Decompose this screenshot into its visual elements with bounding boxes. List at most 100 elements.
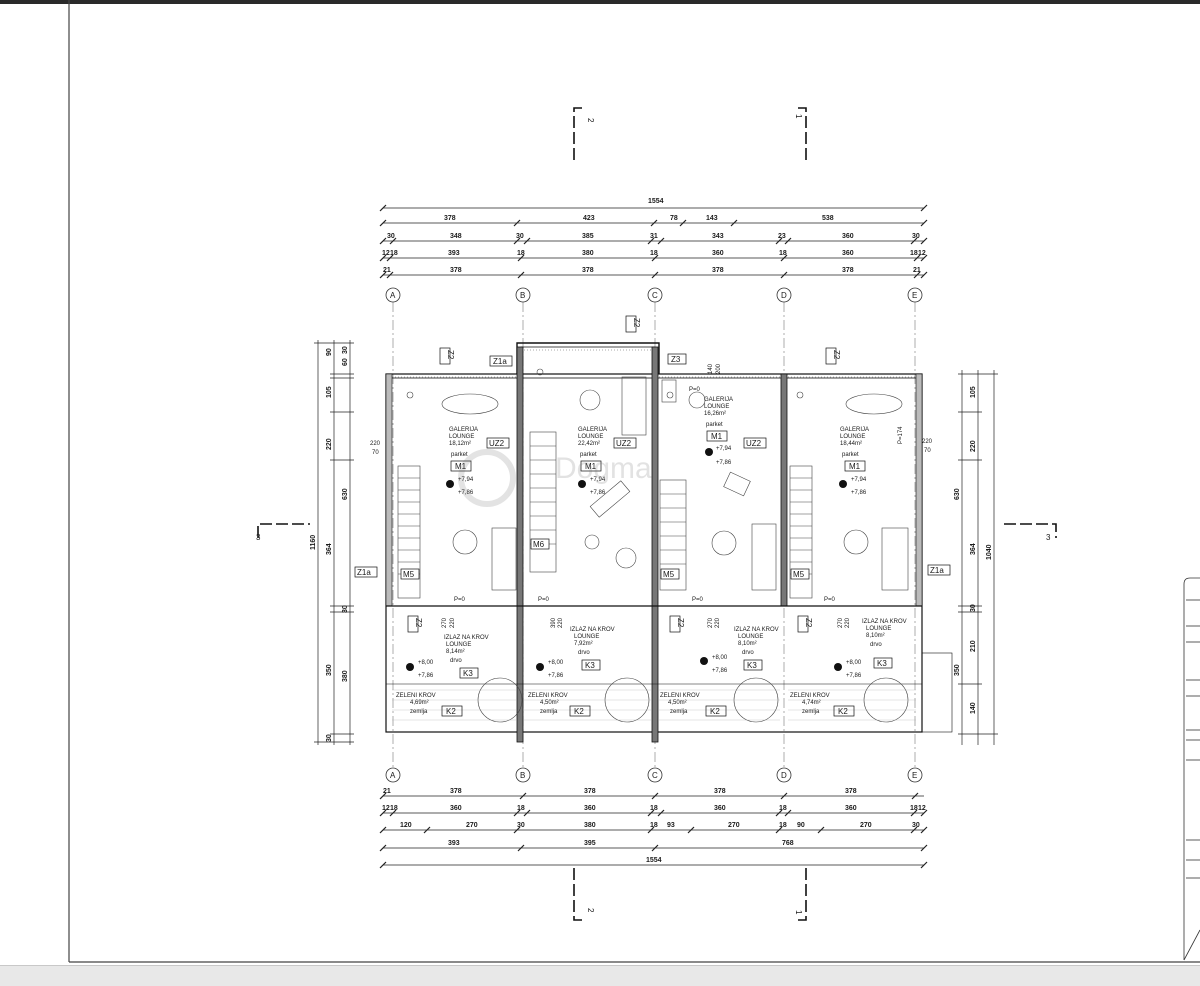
svg-text:360: 360 xyxy=(712,250,724,257)
svg-text:zemlja: zemlja xyxy=(410,709,428,715)
svg-text:UZ2: UZ2 xyxy=(746,439,762,448)
svg-text:380: 380 xyxy=(584,822,596,829)
left-dimension-labels: 90 60 30 105 220 630 364 1160 30 350 380… xyxy=(310,346,349,742)
svg-text:parket: parket xyxy=(580,452,597,458)
svg-text:A: A xyxy=(390,291,396,300)
svg-text:18: 18 xyxy=(650,822,658,829)
svg-text:+7,86: +7,86 xyxy=(851,490,867,496)
svg-text:1: 1 xyxy=(794,114,803,119)
svg-text:D: D xyxy=(781,771,787,780)
svg-text:GALERIJA: GALERIJA xyxy=(449,427,478,433)
svg-text:M5: M5 xyxy=(663,570,675,579)
svg-text:120: 120 xyxy=(400,822,412,829)
svg-text:E: E xyxy=(912,771,917,780)
svg-text:768: 768 xyxy=(782,840,794,847)
bottom-dimension-chains xyxy=(379,792,928,869)
svg-text:GALERIJA: GALERIJA xyxy=(578,427,607,433)
svg-text:393: 393 xyxy=(448,840,460,847)
svg-text:4,69m²: 4,69m² xyxy=(410,700,429,706)
grid-bubbles-top: A B C D E xyxy=(385,287,923,303)
svg-text:P=0: P=0 xyxy=(692,597,704,603)
svg-text:378: 378 xyxy=(584,788,596,795)
svg-text:P=0: P=0 xyxy=(824,597,836,603)
svg-text:Z1a: Z1a xyxy=(357,568,371,577)
svg-text:18,44m²: 18,44m² xyxy=(840,441,862,447)
svg-text:378: 378 xyxy=(450,267,462,274)
svg-text:LOUNGE: LOUNGE xyxy=(738,634,763,640)
svg-text:18: 18 xyxy=(910,250,918,257)
svg-text:M5: M5 xyxy=(403,570,415,579)
svg-text:30: 30 xyxy=(517,822,525,829)
svg-text:+7,86: +7,86 xyxy=(590,490,606,496)
svg-text:IZLAZ NA KROV: IZLAZ NA KROV xyxy=(444,635,489,641)
top-dimension-labels: 1554 378 423 78 143 538 30 348 30 385 31… xyxy=(382,198,926,274)
svg-text:E: E xyxy=(912,291,917,300)
svg-text:30: 30 xyxy=(342,605,349,613)
svg-text:M5: M5 xyxy=(793,570,805,579)
svg-text:Dogma: Dogma xyxy=(555,452,652,485)
svg-text:parket: parket xyxy=(842,452,859,458)
svg-text:364: 364 xyxy=(970,543,977,555)
svg-text:30: 30 xyxy=(912,233,920,240)
svg-text:60: 60 xyxy=(342,358,349,366)
terrace-label-2: IZLAZ NA KROV LOUNGE 7,92m² drvo K3 +8,0… xyxy=(536,627,615,679)
title-block-fragment xyxy=(1183,577,1200,961)
svg-text:270: 270 xyxy=(728,822,740,829)
svg-text:drvo: drvo xyxy=(870,642,882,648)
section-marker-2-top: 2 xyxy=(573,107,595,160)
svg-text:2: 2 xyxy=(586,118,595,123)
grid-bubbles-bottom: A B C D E xyxy=(385,767,923,783)
svg-text:LOUNGE: LOUNGE xyxy=(704,404,729,410)
svg-text:360: 360 xyxy=(714,805,726,812)
svg-text:+8,00: +8,00 xyxy=(548,660,564,666)
svg-text:M1: M1 xyxy=(711,432,723,441)
svg-text:378: 378 xyxy=(714,788,726,795)
svg-text:1554: 1554 xyxy=(648,198,664,205)
svg-text:18: 18 xyxy=(517,250,525,257)
svg-text:P=0: P=0 xyxy=(689,387,701,393)
terrace-label-1: IZLAZ NA KROV LOUNGE 8,14m² drvo K3 +8,0… xyxy=(406,635,489,679)
svg-text:364: 364 xyxy=(326,543,333,555)
section-marker-1-bottom: 1 xyxy=(794,868,807,921)
svg-text:12: 12 xyxy=(918,250,926,257)
svg-text:Z2: Z2 xyxy=(632,318,641,328)
svg-text:8,14m²: 8,14m² xyxy=(446,649,465,655)
svg-text:UZ2: UZ2 xyxy=(616,439,632,448)
svg-text:LOUNGE: LOUNGE xyxy=(446,642,471,648)
svg-text:1554: 1554 xyxy=(646,857,662,864)
svg-text:378: 378 xyxy=(444,215,456,222)
svg-text:378: 378 xyxy=(845,788,857,795)
svg-text:30: 30 xyxy=(970,604,977,612)
svg-text:30: 30 xyxy=(342,346,349,354)
svg-text:+7,94: +7,94 xyxy=(590,477,606,483)
svg-text:18: 18 xyxy=(779,822,787,829)
svg-text:M1: M1 xyxy=(849,462,861,471)
svg-text:23: 23 xyxy=(778,233,786,240)
svg-text:LOUNGE: LOUNGE xyxy=(574,634,599,640)
window-top-bar xyxy=(0,0,1200,4)
svg-text:D: D xyxy=(781,291,787,300)
svg-text:360: 360 xyxy=(584,805,596,812)
svg-text:360: 360 xyxy=(842,250,854,257)
svg-text:270: 270 xyxy=(442,617,448,628)
svg-text:+7,94: +7,94 xyxy=(458,477,474,483)
svg-text:K2: K2 xyxy=(838,707,848,716)
parapet-hatch xyxy=(392,349,915,378)
svg-text:3: 3 xyxy=(1046,533,1051,542)
svg-text:K3: K3 xyxy=(463,669,473,678)
svg-text:drvo: drvo xyxy=(742,650,754,656)
svg-text:ZELENI KROV: ZELENI KROV xyxy=(660,693,700,699)
svg-text:K2: K2 xyxy=(710,707,720,716)
svg-text:18,12m²: 18,12m² xyxy=(449,441,471,447)
svg-text:360: 360 xyxy=(842,233,854,240)
svg-text:+7,86: +7,86 xyxy=(418,673,434,679)
svg-text:parket: parket xyxy=(451,452,468,458)
svg-text:B: B xyxy=(520,291,525,300)
svg-text:21: 21 xyxy=(913,267,921,274)
svg-text:30: 30 xyxy=(516,233,524,240)
svg-text:18: 18 xyxy=(779,250,787,257)
svg-text:200: 200 xyxy=(716,363,722,374)
green-roof-label-3: ZELENI KROV 4,50m² zemlja K2 xyxy=(660,693,727,717)
svg-text:220: 220 xyxy=(715,617,721,628)
terrace-label-3: IZLAZ NA KROV LOUNGE 8,10m² drvo K3 +8,0… xyxy=(700,627,779,674)
